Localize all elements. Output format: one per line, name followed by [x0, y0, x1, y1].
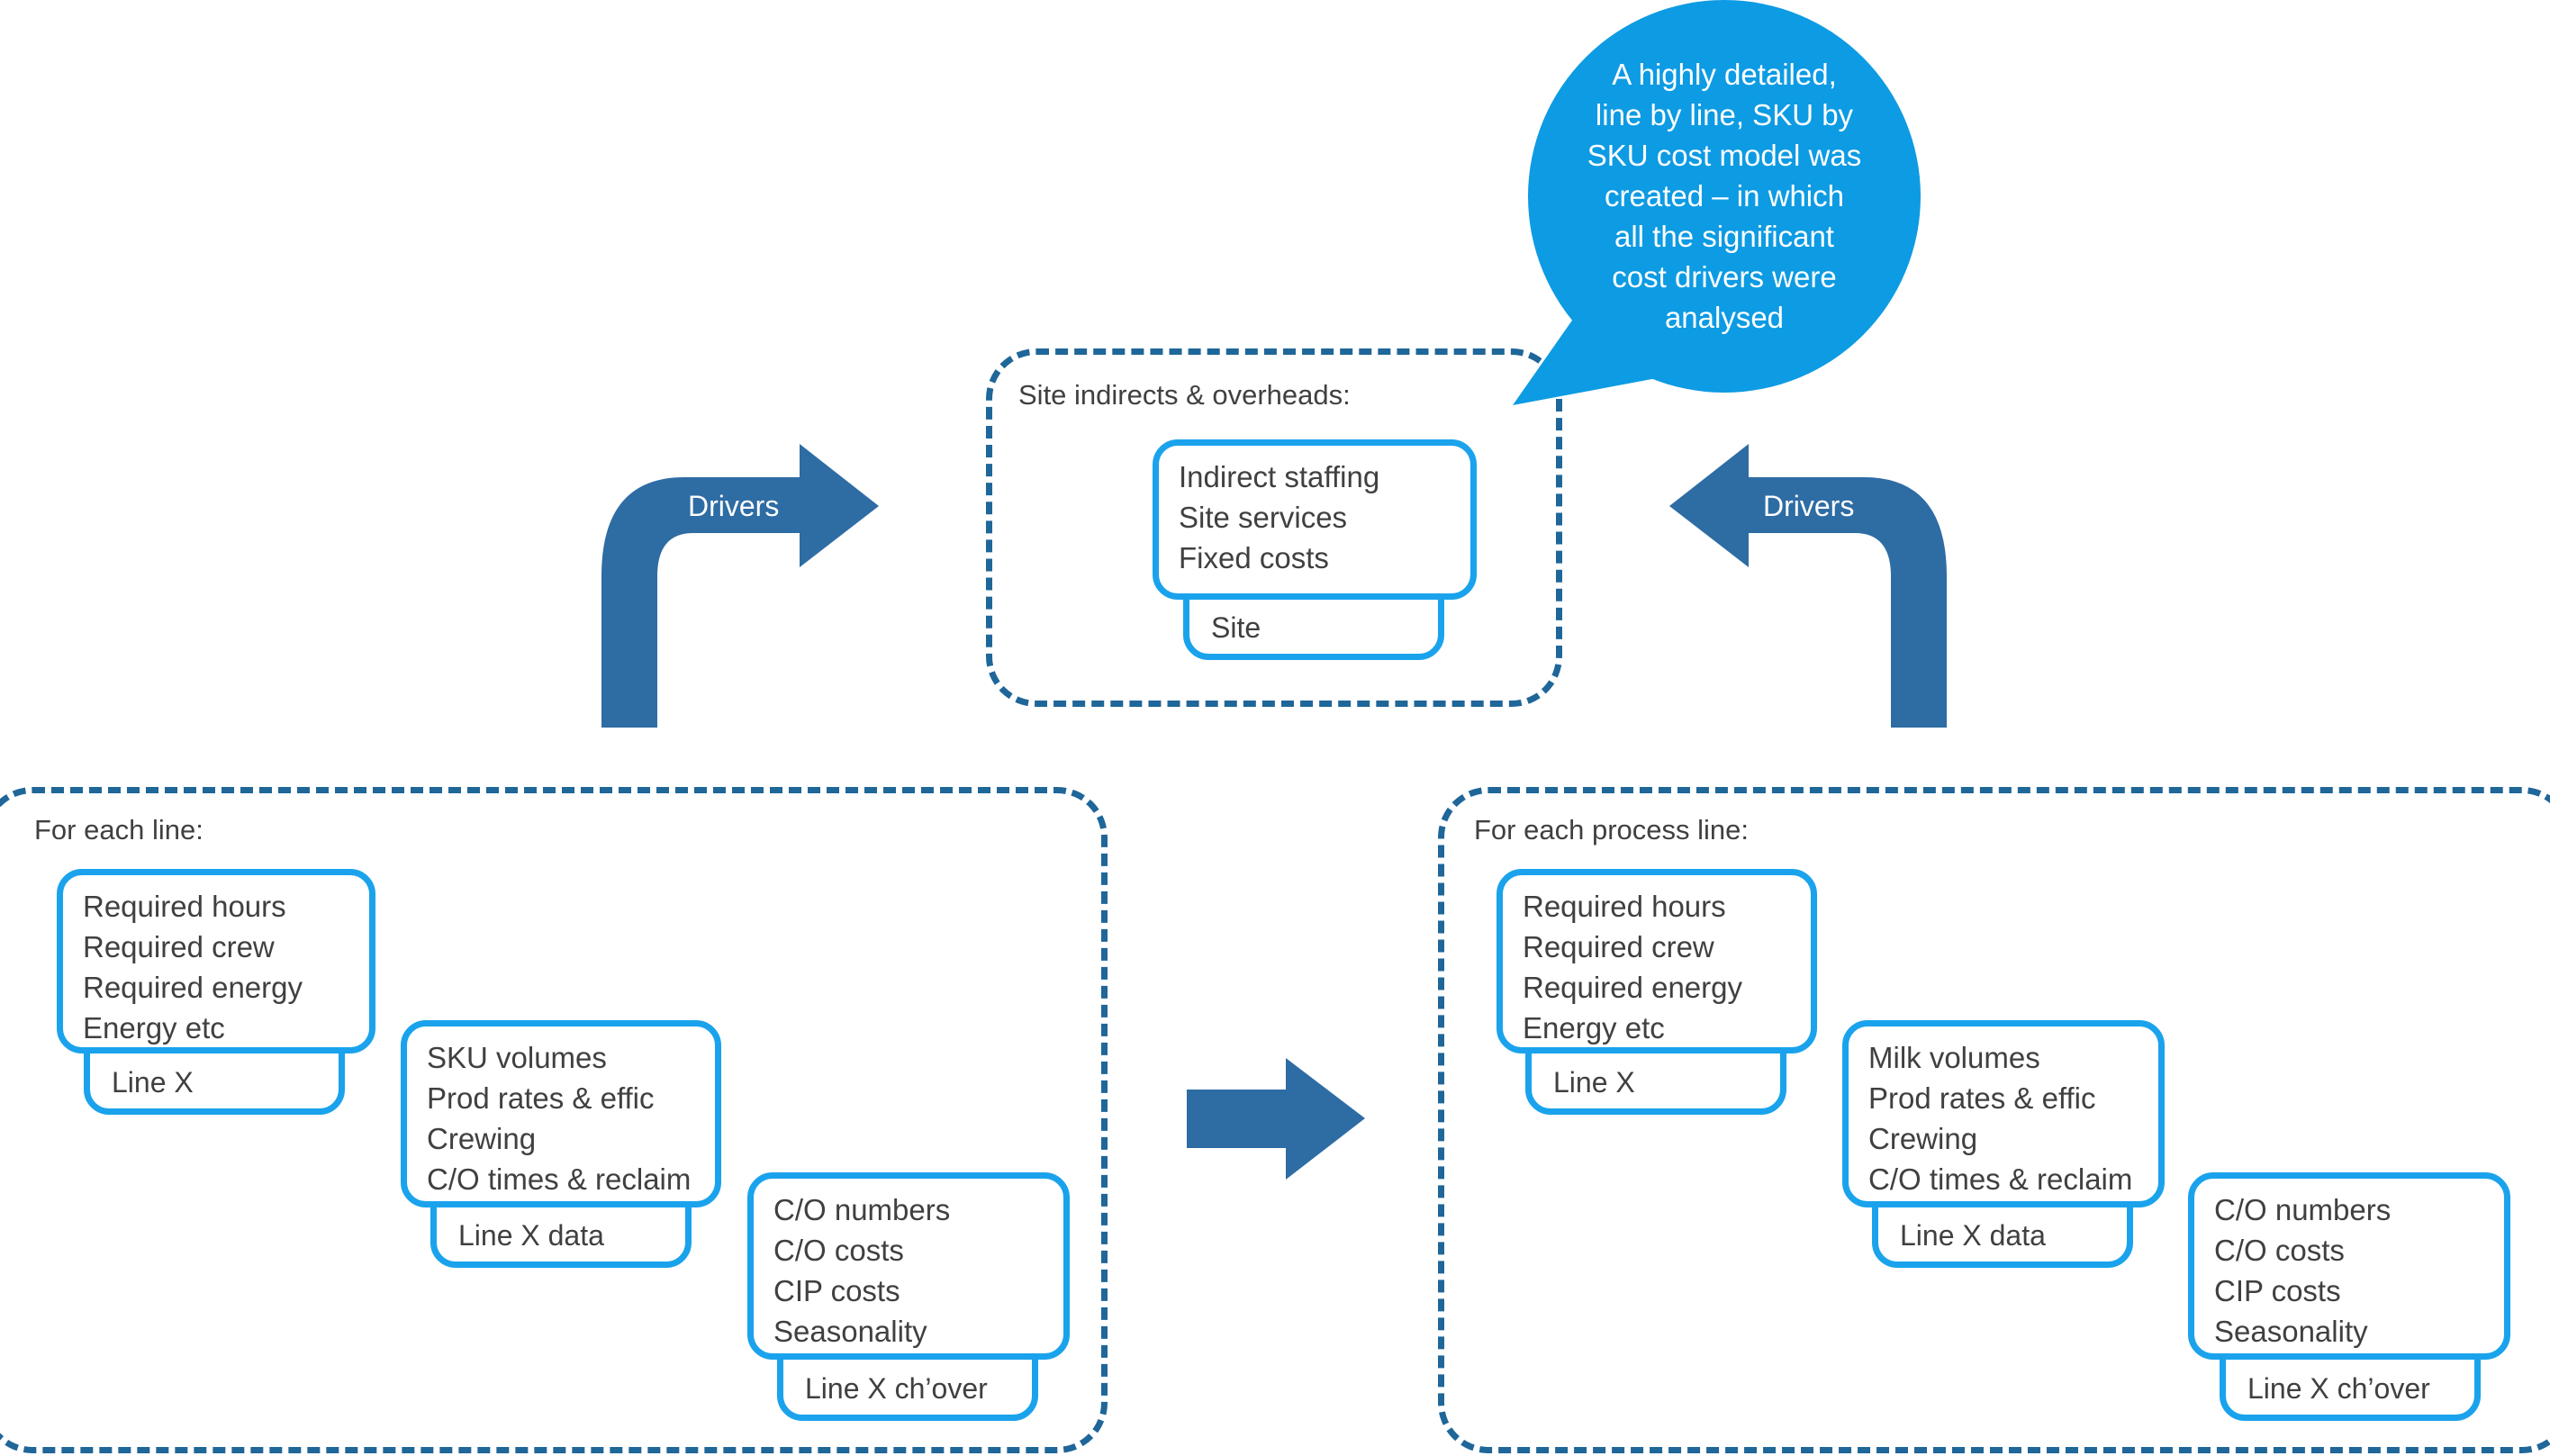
- left-group: [0, 787, 1108, 1453]
- left-card-line-x: Required hours Required crew Required en…: [57, 869, 375, 1054]
- callout-text: A highly detailed, line by line, SKU by …: [1587, 58, 1862, 334]
- right-group: [1438, 787, 2550, 1453]
- right-card-line-x-data: Milk volumes Prod rates & effic Crewing …: [1842, 1020, 2165, 1207]
- site-group-title: Site indirects & overheads:: [1018, 379, 1351, 411]
- left-card-changeover: C/O numbers C/O costs CIP costs Seasonal…: [747, 1172, 1070, 1360]
- drivers-label-left: Drivers: [688, 490, 780, 522]
- drivers-label-right: Drivers: [1763, 490, 1855, 522]
- right-group-title: For each process line:: [1474, 814, 1749, 846]
- right-card-line-x: Required hours Required crew Required en…: [1497, 869, 1817, 1054]
- left-tab-changeover: Line X ch’over: [777, 1343, 1038, 1421]
- left-card-line-x-data: SKU volumes Prod rates & effic Crewing C…: [401, 1020, 721, 1207]
- left-group-title: For each line:: [34, 814, 203, 846]
- site-card: Indirect staffing Site services Fixed co…: [1153, 439, 1477, 600]
- site-group: [986, 348, 1562, 707]
- right-card-changeover: C/O numbers C/O costs CIP costs Seasonal…: [2188, 1172, 2510, 1360]
